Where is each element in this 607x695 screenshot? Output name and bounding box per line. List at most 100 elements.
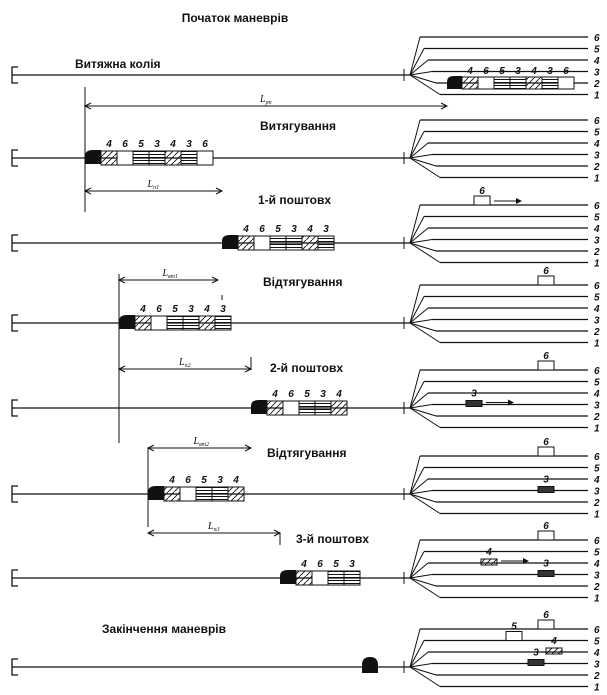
wagon-number: 4 — [306, 224, 313, 235]
wagon-number: 3 — [188, 304, 194, 315]
wagon — [214, 315, 232, 331]
yard-wagon-number: 6 — [543, 437, 549, 448]
yard-wagon-number: 3 — [471, 389, 477, 400]
ladder-branch — [409, 239, 433, 244]
dimension-label: Lп2 — [178, 357, 191, 369]
ladder-branch — [409, 407, 441, 428]
yard-wagon — [505, 631, 523, 641]
arrow-head — [508, 399, 514, 406]
track-number-2: 2 — [593, 327, 600, 338]
wagon-number: 4 — [530, 66, 537, 77]
track-number-4: 4 — [593, 304, 600, 315]
dimension-label: Lвт1 — [162, 268, 179, 280]
wagon — [301, 235, 319, 251]
ladder-branch — [409, 74, 437, 84]
lead-track-label: Витяжна колія — [75, 57, 161, 71]
locomotive — [251, 400, 267, 414]
wagon — [148, 150, 166, 166]
wagon — [116, 150, 134, 166]
wagon — [182, 315, 200, 331]
track-number-6: 6 — [594, 281, 600, 292]
stage-label-8: Закінчення маневрів — [102, 622, 226, 636]
ladder-branch — [409, 577, 441, 598]
yard-wagon — [473, 195, 491, 206]
yard-wagon-number: 4 — [550, 636, 557, 647]
ladder-branch — [409, 663, 433, 668]
track-number-4: 4 — [593, 475, 600, 486]
yard-wagon-number: 6 — [543, 266, 549, 277]
arrow-head — [523, 558, 529, 564]
ladder-branch — [409, 322, 437, 332]
ladder-branch — [409, 640, 425, 668]
track-number-5: 5 — [594, 637, 600, 648]
wagon — [327, 570, 345, 586]
track-number-1: 1 — [594, 339, 600, 350]
ladder-branch — [409, 651, 429, 668]
track-number-5: 5 — [594, 45, 600, 56]
yard-wagon — [545, 647, 563, 655]
yard-wagon — [537, 619, 555, 630]
locomotive — [222, 235, 238, 249]
ladder-branch — [409, 154, 433, 159]
ladder-branch — [409, 319, 433, 324]
dimension-label: Lп1 — [147, 179, 160, 191]
wagon — [253, 235, 271, 251]
wagon — [164, 150, 182, 166]
wagon-number: 5 — [201, 475, 207, 486]
track-number-6: 6 — [594, 536, 600, 547]
dimension-arrow — [211, 276, 220, 284]
locomotive — [280, 570, 296, 584]
yard-wagon — [465, 400, 483, 407]
wagon — [343, 570, 361, 586]
stage-label-3: 1-й поштовх — [258, 193, 331, 207]
wagon — [509, 76, 527, 90]
track-number-1: 1 — [594, 683, 600, 694]
wagon-number: 6 — [156, 304, 162, 315]
ladder-branch — [409, 59, 429, 76]
wagon — [179, 486, 197, 502]
dimension-arrow — [83, 187, 92, 195]
ladder-branch — [409, 242, 437, 252]
wagon-number: 4 — [232, 475, 239, 486]
arrow-head — [516, 198, 522, 204]
ladder-branch — [409, 490, 433, 495]
wagon — [132, 150, 150, 166]
wagon-number: 6 — [185, 475, 191, 486]
yard-wagon — [537, 360, 555, 371]
yard-wagon-number: 4 — [485, 547, 492, 558]
locomotive — [447, 76, 462, 89]
track-number-6: 6 — [594, 625, 600, 636]
wagon — [541, 76, 559, 90]
ladder-branch — [409, 48, 425, 76]
wagon-number: 3 — [320, 389, 326, 400]
track-number-5: 5 — [594, 293, 600, 304]
track-number-4: 4 — [593, 56, 600, 67]
wagon — [266, 400, 284, 416]
ladder-branch — [409, 242, 441, 263]
wagon — [211, 486, 229, 502]
track-number-6: 6 — [594, 33, 600, 44]
yard-wagon — [537, 530, 555, 541]
stage-label-5: 2-й поштовх — [270, 361, 343, 375]
stage-label-6: Відтягування — [267, 446, 347, 460]
wagon — [198, 315, 216, 331]
yard-wagon-number: 6 — [543, 610, 549, 621]
wagon — [163, 486, 181, 502]
wagon-number: 5 — [138, 139, 144, 150]
wagon — [285, 235, 303, 251]
dimension-label: Lп3 — [207, 521, 220, 533]
ladder-branch — [409, 404, 433, 409]
wagon-number: 6 — [122, 139, 128, 150]
wagon — [196, 150, 214, 166]
diagram-title: Початок маневрів — [182, 11, 288, 25]
ladder-branch — [409, 307, 429, 324]
wagon — [180, 150, 198, 166]
ladder-branch — [409, 478, 429, 495]
yard-wagon-number: 3 — [543, 559, 549, 570]
ladder-branch — [409, 574, 433, 579]
yard-wagon-number: 6 — [543, 351, 549, 362]
ladder-branch — [409, 493, 441, 514]
stage-label-7: 3-й поштовх — [296, 532, 369, 546]
ladder-branch — [409, 369, 421, 409]
